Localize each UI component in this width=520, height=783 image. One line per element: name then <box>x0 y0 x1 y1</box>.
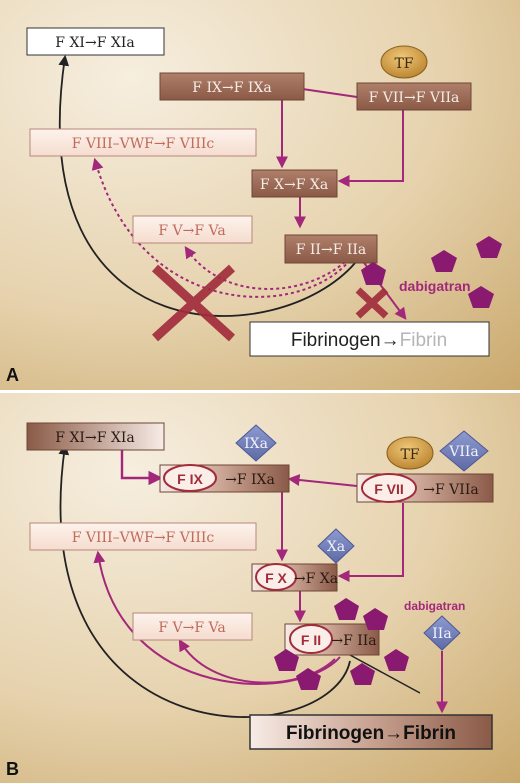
block-cross-small <box>355 287 389 319</box>
diamond-xa: Xa <box>317 528 355 564</box>
diamond-ixa: IXa <box>235 424 277 462</box>
box-fix-label: F IX→F IXa <box>192 80 271 96</box>
line-fii-to-fibrin <box>349 654 421 694</box>
box-fii-label: F II→F IIa <box>296 242 367 258</box>
pentagon-a-3 <box>476 236 502 258</box>
box-fvii: F VII→F VIIa <box>356 82 472 111</box>
box-fvii-label: F VII→F VIIa <box>369 90 460 106</box>
box-fxi-label: F XI→F XIa <box>55 35 134 51</box>
tf-label-b: TF <box>400 447 419 463</box>
pentagon-b-5 <box>384 649 409 671</box>
fii-rest-label: →F IIa <box>331 633 376 649</box>
panel-b-diagram: F XI→F XIa F IX →F IXa F VII →F VIIa TF … <box>0 393 520 783</box>
tf-ellipse: TF <box>380 45 428 79</box>
fvii-circle <box>361 473 417 503</box>
arrow-fvii-to-fx <box>337 110 404 187</box>
box-fviii-b-label: F VIII–VWF→F VIIIc <box>72 530 215 546</box>
arrow-fii-to-fv <box>178 638 336 684</box>
fx-circled-label: F X <box>265 570 287 586</box>
tf-ellipse-b: TF <box>386 436 434 470</box>
fii-circled-label: F II <box>301 632 321 648</box>
pentagon-b-6 <box>350 663 375 685</box>
arrow-fii-to-fxi <box>58 443 351 718</box>
arrow-fii-to-fviii <box>93 550 341 685</box>
diamond-iia: IIa <box>423 615 461 651</box>
panel-b-letter: B <box>6 759 19 779</box>
diamond-viia-label: VIIa <box>448 444 479 460</box>
box-fv-b-label: F V→F Va <box>158 620 225 636</box>
panel-a-letter: A <box>6 365 19 385</box>
panel-a-diagram: F XI→F XIa F IX→F IXa F VII→F VIIa TF F … <box>0 0 520 390</box>
box-fxi: F XI→F XIa <box>26 27 165 56</box>
arrow-fvii-to-fix <box>287 474 358 487</box>
box-fv-label: F V→F Va <box>158 223 225 239</box>
fvii-rest-label: →F VIIa <box>423 482 478 498</box>
dabigatran-molecules-a <box>361 236 502 308</box>
box-fibrinogen: Fibrinogen→Fibrin <box>249 321 490 357</box>
pentagon-a-4 <box>468 286 494 308</box>
box-fix-b: F IX →F IXa <box>159 464 290 493</box>
panel-b-arrows <box>58 443 448 718</box>
pentagon-b-2 <box>363 608 388 630</box>
dabigatran-label-b: dabigatran <box>404 599 465 613</box>
pentagon-b-1 <box>334 598 359 620</box>
fix-rest-label: →F IXa <box>225 472 275 488</box>
diamond-viia: VIIa <box>439 430 489 472</box>
arrow-fii-to-fv-dotted <box>184 245 346 290</box>
fx-rest-label: →F Xa <box>294 571 338 587</box>
pentagon-a-2 <box>431 250 457 272</box>
box-fii-b: F II →F IIa <box>284 623 380 656</box>
box-fvii-b: F VII →F VIIa <box>356 473 494 503</box>
fvii-circled-label: F VII <box>374 481 404 497</box>
arrow-fxi-to-fix <box>120 450 163 486</box>
fibrinogen-arrow: → <box>381 330 400 351</box>
panel-b: F XI→F XIa F IX →F IXa F VII →F VIIa TF … <box>0 393 520 783</box>
fii-circle <box>289 624 333 654</box>
box-fv: F V→F Va <box>132 215 253 244</box>
box-fxi-b-label: F XI→F XIa <box>55 430 134 446</box>
box-fxi-b: F XI→F XIa <box>26 422 165 451</box>
block-cross-large <box>151 264 236 342</box>
fibrin-label: Fibrin <box>400 330 448 351</box>
box-fibrinogen-b: Fibrinogen→Fibrin <box>249 714 493 750</box>
diamond-ixa-label: IXa <box>244 436 268 452</box>
box-fviii-label: F VIII–VWF→F VIIIc <box>72 136 215 152</box>
pentagon-a-1 <box>361 262 386 285</box>
box-fix: F IX→F IXa <box>159 72 305 101</box>
panel-a-arrows <box>58 54 407 320</box>
box-fx-label: F X→F Xa <box>260 177 328 193</box>
diamond-xa-label: Xa <box>327 539 345 555</box>
fibrinogen-label: Fibrinogen <box>291 330 381 351</box>
fibrinogen-b-label: Fibrinogen→Fibrin <box>286 723 456 744</box>
pentagon-b-4 <box>296 668 321 690</box>
panel-a: F XI→F XIa F IX→F IXa F VII→F VIIa TF F … <box>0 0 520 390</box>
arrow-fii-to-fviii-dotted <box>91 157 351 298</box>
fix-circled-label: F IX <box>177 471 203 487</box>
box-fx: F X→F Xa <box>251 169 338 198</box>
fx-circle <box>255 563 297 591</box>
box-fx-b: F X →F Xa <box>251 563 338 592</box>
pentagon-b-3 <box>274 649 299 671</box>
arrow-fvii-to-fx <box>337 503 404 582</box>
box-fviii: F VIII–VWF→F VIIIc <box>29 128 257 157</box>
fix-circle <box>163 464 217 492</box>
box-fv-b: F V→F Va <box>132 612 253 641</box>
diamond-iia-label: IIa <box>432 626 451 642</box>
box-fii: F II→F IIa <box>284 234 378 264</box>
tf-label: TF <box>394 56 413 72</box>
arrow-fii-to-fxi <box>58 54 356 317</box>
svg-text:Fibrinogen→Fibrin: Fibrinogen→Fibrin <box>291 330 447 351</box>
dabigatran-label-a: dabigatran <box>399 278 471 294</box>
dabigatran-molecules-b <box>274 598 409 690</box>
box-fviii-b: F VIII–VWF→F VIIIc <box>29 522 257 551</box>
